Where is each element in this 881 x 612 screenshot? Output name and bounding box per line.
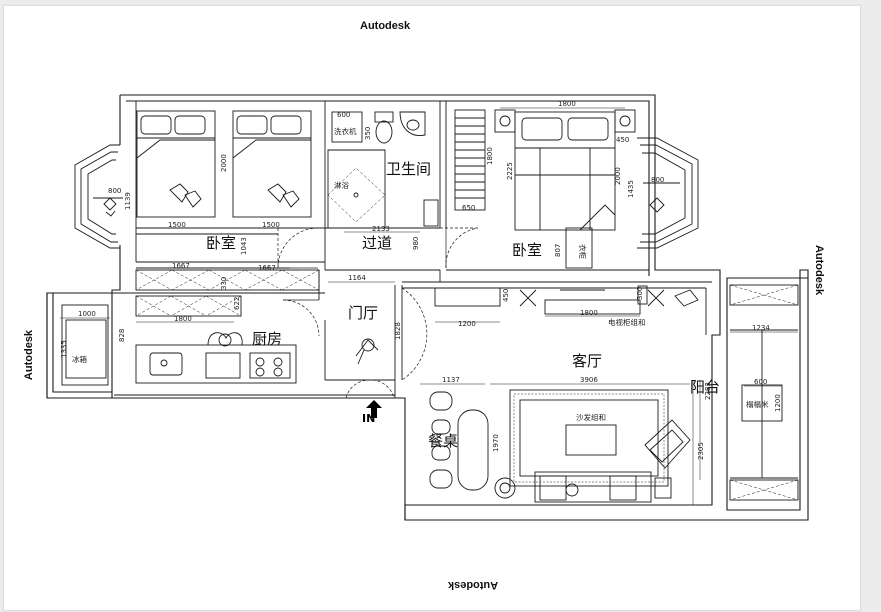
dim-1234: 1234 [752, 324, 770, 332]
room-label-kitchen: 厨房 [252, 330, 282, 348]
master-wardrobe-small [565, 227, 593, 269]
bathroom-fixtures [327, 111, 439, 228]
dim-1667-b: 1667 [258, 264, 276, 272]
kitchen-counter [135, 332, 297, 384]
dining-set [429, 391, 489, 491]
dim-1137: 1137 [442, 376, 460, 384]
dim-1800-r: 1800 [486, 147, 494, 165]
bed-2 [232, 110, 312, 218]
dim-2225: 2225 [506, 162, 514, 180]
dim-807: 807 [554, 244, 562, 257]
room-label-bedroom-right: 卧室 [512, 241, 542, 259]
dim-450-b: 450 [502, 289, 510, 302]
wardrobe-upper [135, 269, 320, 291]
dim-1043: 1043 [240, 237, 248, 255]
wardrobe-master [454, 109, 486, 211]
dim-2133: 2133 [372, 225, 390, 233]
plan-labels: 卧室 卫生间 过道 卧室 门厅 厨房 客厅 餐桌 阳台 洗衣机 淋浴 冰箱 电视… [60, 100, 782, 460]
dim-1335: 1335 [60, 340, 68, 358]
wardrobe-lower [135, 295, 242, 317]
room-label-foyer: 门厅 [348, 304, 378, 322]
floor-plan [46, 94, 809, 521]
dim-622: 622 [233, 297, 241, 310]
dim-1667-a: 1667 [172, 262, 190, 270]
dim-330: 330 [220, 277, 228, 290]
balcony-fixtures [729, 284, 799, 501]
dim-1500-a: 1500 [168, 221, 186, 229]
dim-1000: 1000 [78, 310, 96, 318]
label-wardrobe: 衣柜 [578, 244, 588, 259]
dim-1828: 1828 [394, 322, 402, 340]
dim-2000-a: 2000 [220, 154, 228, 172]
label-sofa-set: 沙发组和 [576, 412, 606, 422]
foyer-figure [355, 338, 379, 365]
bay-window-right [637, 137, 699, 249]
dim-828: 828 [118, 329, 126, 342]
doors [277, 227, 479, 399]
room-label-bedroom-left: 卧室 [206, 234, 236, 252]
sofa-rug [494, 389, 691, 503]
drawing-sheet: Autodesk Autodesk Autodesk Autodesk [4, 6, 860, 610]
dim-1139: 1139 [124, 192, 132, 210]
dimension-lines [60, 107, 798, 505]
label-tv-cabinet: 电视柜组和 [608, 317, 646, 327]
bed-master [494, 109, 636, 231]
entry-arrow-icon [366, 400, 382, 418]
room-label-balcony: 阳台 [690, 378, 720, 396]
dim-2305: 2305 [697, 442, 705, 460]
dim-600: 600 [337, 111, 350, 119]
fridge [61, 304, 109, 386]
bay-window-left [74, 144, 123, 249]
room-label-living: 客厅 [572, 352, 602, 370]
dim-980: 980 [412, 237, 420, 250]
dim-650: 650 [462, 204, 475, 212]
dim-1500-b: 1500 [262, 221, 280, 229]
dim-2283: 2283 [704, 382, 712, 400]
label-shower: 淋浴 [334, 180, 349, 190]
label-fridge: 冰箱 [72, 354, 87, 364]
label-washer: 洗衣机 [334, 126, 357, 136]
dim-1800-mid: 1800 [174, 315, 192, 323]
outer-walls [46, 94, 809, 521]
dim-1200-b: 1200 [774, 394, 782, 412]
room-label-bathroom: 卫生间 [386, 160, 431, 178]
dim-800-right: 800 [651, 176, 664, 184]
dim-1970: 1970 [492, 434, 500, 452]
tv-cabinet [434, 285, 699, 315]
dim-800-left: 800 [108, 187, 121, 195]
bed-1 [136, 110, 216, 218]
room-label-corridor: 过道 [362, 234, 392, 252]
watermark-top: Autodesk [360, 20, 411, 32]
dim-300: 300 [636, 287, 644, 300]
dim-1200: 1200 [458, 320, 476, 328]
dim-3906: 3906 [580, 376, 598, 384]
dim-1800-top: 1800 [558, 100, 576, 108]
room-label-dining: 餐桌 [428, 432, 458, 450]
dim-1435: 1435 [627, 180, 635, 198]
dim-1164: 1164 [348, 274, 366, 282]
dim-1800-tv: 1800 [580, 309, 598, 317]
dim-450: 450 [616, 136, 629, 144]
label-tatami: 榻榻米 [746, 399, 769, 409]
dim-600-b: 600 [754, 378, 767, 386]
dim-2000-b: 2000 [614, 167, 622, 185]
dim-350: 350 [364, 127, 372, 140]
